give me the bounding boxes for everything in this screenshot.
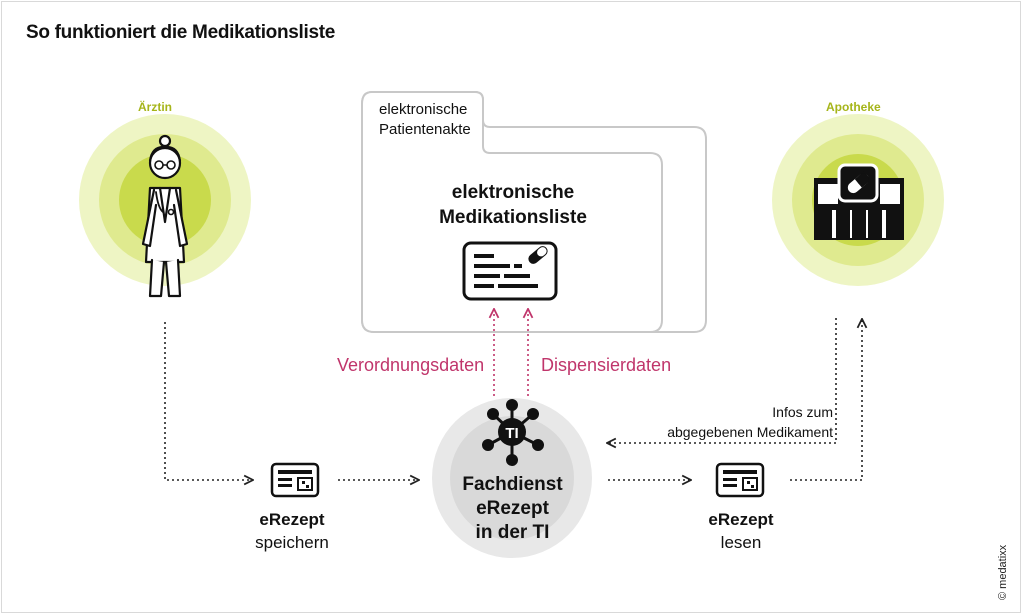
- service-line-3: in der TI: [475, 522, 550, 543]
- page-title: So funktioniert die Medikationsliste: [26, 22, 336, 43]
- patient-record-line-1: elektronische: [379, 101, 468, 118]
- arrow-erezept-to-pharmacy: [790, 320, 862, 481]
- patient-record-line-2: Patientenakte: [379, 121, 471, 138]
- pharmacy-icon: [814, 163, 904, 240]
- erezept-read-action: lesen: [720, 533, 762, 552]
- medication-list-line-1: elektronische: [451, 182, 575, 203]
- dispensed-info-label: Infos zum abgegebenen Medikament: [628, 402, 833, 442]
- medication-card-icon: [462, 241, 558, 301]
- medication-list-line-2: Medikationsliste: [439, 207, 587, 228]
- erezept-card-icon: [715, 462, 765, 498]
- erezept-read-title: eRezept: [708, 510, 774, 529]
- patient-record-label: elektronische Patientenakte: [379, 100, 471, 140]
- ti-badge-text: TI: [505, 425, 518, 442]
- dispensed-info-line-1: Infos zum: [772, 404, 833, 420]
- service-label: Fachdienst eRezept in der TI: [440, 473, 585, 545]
- pharmacy-label: Apotheke: [826, 100, 881, 114]
- doctor-icon: [141, 134, 189, 298]
- doctor-label: Ärztin: [138, 100, 172, 114]
- arrow-doctor-to-erezept: [164, 322, 252, 480]
- service-line-1: Fachdienst: [462, 474, 563, 495]
- prescription-data-label: Verordnungsdaten: [337, 355, 485, 375]
- erezept-card-icon: [270, 462, 320, 498]
- erezept-store-title: eRezept: [259, 510, 325, 529]
- medication-list-folder: [361, 91, 663, 333]
- service-line-2: eRezept: [476, 498, 549, 519]
- copyright-note: © medatixx: [997, 544, 1009, 600]
- ti-network-icon: [482, 399, 544, 466]
- erezept-store-action: speichern: [255, 533, 329, 552]
- dispensed-info-line-2: abgegebenen Medikament: [667, 424, 833, 440]
- arrow-pharmacy-info-to-service: [608, 318, 837, 443]
- dispensing-data-label: Dispensierdaten: [541, 355, 672, 375]
- medication-list-label: elektronische Medikationsliste: [438, 180, 588, 230]
